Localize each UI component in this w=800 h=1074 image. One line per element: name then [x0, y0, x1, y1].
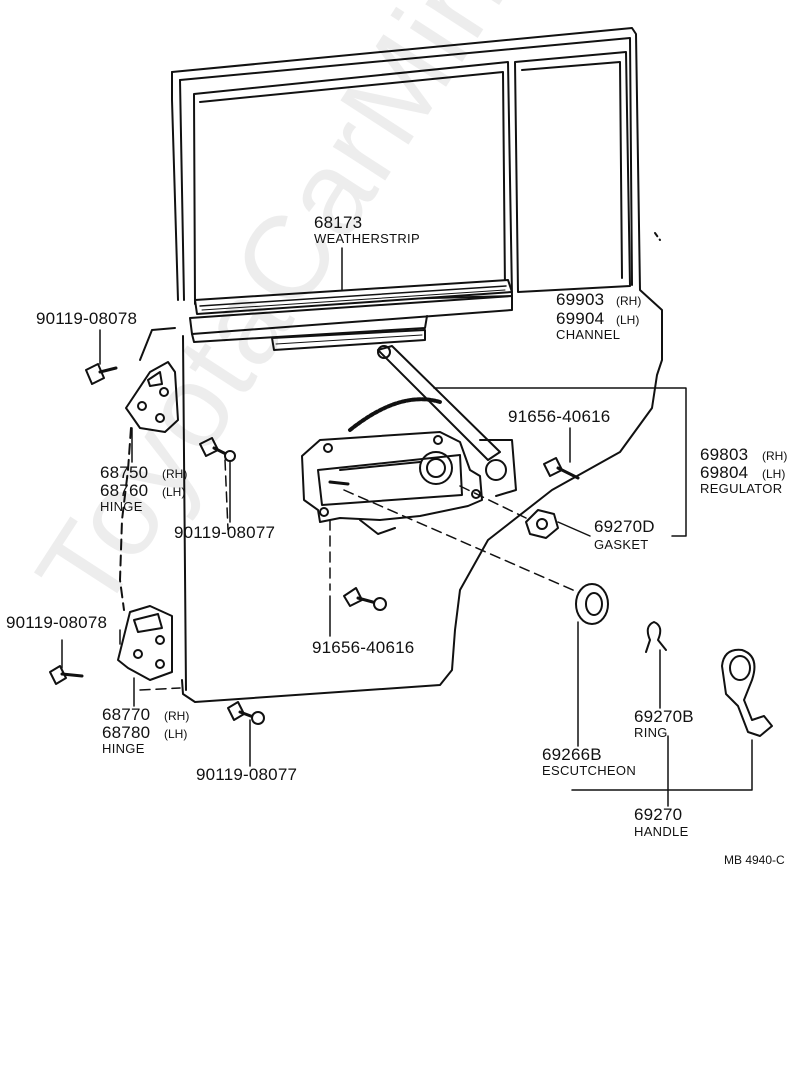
bolt-90119-08078-lower	[49, 665, 84, 685]
weatherstrip-number: 68173	[314, 213, 363, 232]
bolt-90119-08077-upper	[199, 437, 236, 462]
bolt-regulator-bottom-number: 91656-40616	[312, 638, 415, 657]
regulator-lh-side: (LH)	[762, 467, 786, 481]
bolt-regulator-right-number: 91656-40616	[508, 407, 611, 426]
hinge-upper-lh-side: (LH)	[162, 485, 186, 499]
hinge-lower-lh-number: 68780	[102, 723, 151, 742]
hinge-upper-name: HINGE	[100, 499, 143, 514]
upper-hinge-part	[125, 361, 179, 433]
regulator-part	[301, 345, 517, 535]
leader-lines	[61, 247, 753, 807]
bolt-91656-40616-bottom	[343, 587, 387, 611]
channel-name: CHANNEL	[556, 327, 621, 342]
regulator-lh-number: 69804	[700, 463, 749, 482]
escutcheon-part	[575, 583, 609, 625]
assembly-lines	[139, 459, 583, 691]
hinge-lower-name: HINGE	[102, 741, 145, 756]
ring-name: RING	[634, 725, 668, 740]
weatherstrip-name: WEATHERSTRIP	[314, 231, 420, 246]
handle-number: 69270	[634, 805, 683, 824]
hinge-lower-rh-number: 68770	[102, 705, 151, 724]
gasket-part	[525, 509, 559, 539]
hinge-upper-rh-number: 68750	[100, 463, 149, 482]
channel-part	[189, 295, 513, 351]
bolt-upper-left-number: 90119-08078	[36, 309, 138, 328]
channel-rh-side: (RH)	[616, 294, 642, 308]
bolt-90119-08077-lower	[227, 701, 265, 725]
channel-rh-number: 69903	[556, 290, 605, 309]
regulator-name: REGULATOR	[700, 481, 783, 496]
handle-part	[721, 648, 773, 737]
ring-number: 69270B	[634, 707, 694, 726]
diagram-reference: MB 4940-C	[724, 853, 785, 867]
escutcheon-number: 69266B	[542, 745, 602, 764]
bolt-91656-40616-right	[543, 457, 580, 480]
bolt-lower-mid-number: 90119-08077	[196, 765, 298, 784]
gasket-number: 69270D	[594, 517, 655, 536]
escutcheon-name: ESCUTCHEON	[542, 763, 637, 778]
handle-name: HANDLE	[634, 824, 689, 839]
regulator-rh-side: (RH)	[762, 449, 788, 463]
channel-lh-number: 69904	[556, 309, 605, 328]
hinge-upper-rh-side: (RH)	[162, 467, 188, 481]
lower-hinge-part	[117, 605, 173, 681]
hinge-lower-lh-side: (LH)	[164, 727, 188, 741]
channel-lh-side: (LH)	[616, 313, 640, 327]
weatherstrip-part	[194, 279, 513, 315]
bolt-upper-mid-number: 90119-08077	[174, 523, 276, 542]
gasket-name: GASKET	[594, 537, 649, 552]
hinge-lower-rh-side: (RH)	[164, 709, 190, 723]
bolt-90119-08078-upper	[85, 363, 118, 385]
hinge-upper-lh-number: 68760	[100, 481, 149, 500]
ring-part	[645, 621, 667, 653]
bolt-lower-left-number: 90119-08078	[6, 613, 108, 632]
regulator-rh-number: 69803	[700, 445, 749, 464]
